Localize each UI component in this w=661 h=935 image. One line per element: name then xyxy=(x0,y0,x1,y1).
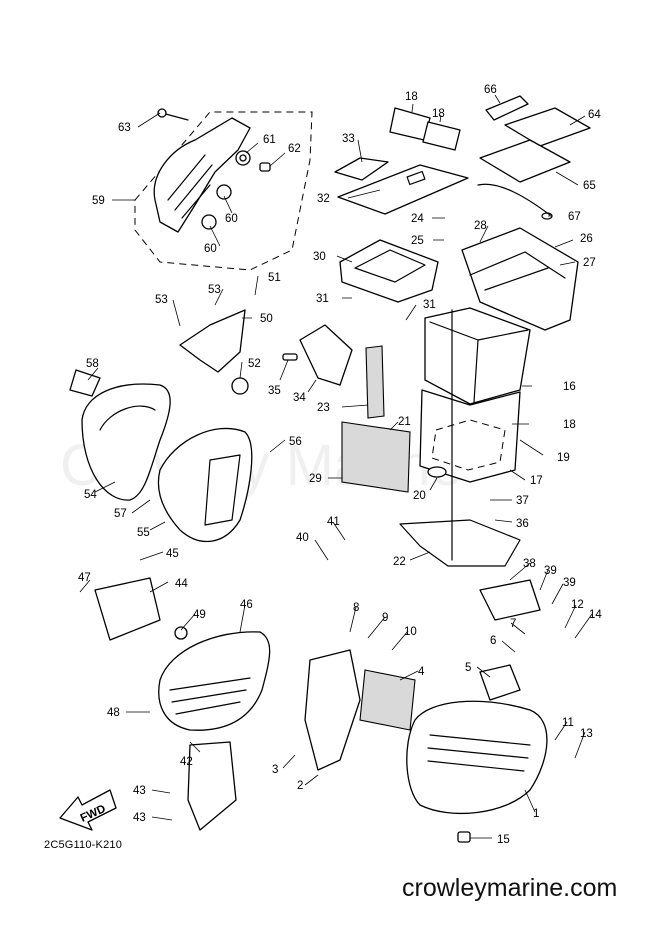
callout-39b: 39 xyxy=(563,577,576,589)
callout-36: 36 xyxy=(516,518,529,530)
callout-45: 45 xyxy=(166,548,179,560)
callout-leaders xyxy=(79,94,593,839)
callout-27: 27 xyxy=(583,257,596,269)
callout-2: 2 xyxy=(297,780,303,792)
callout-13: 13 xyxy=(580,728,593,740)
callout-59: 59 xyxy=(92,195,105,207)
callout-57: 57 xyxy=(114,508,127,520)
callout-1: 1 xyxy=(533,808,539,820)
callout-63: 63 xyxy=(118,122,131,134)
callout-8: 8 xyxy=(353,602,359,614)
callout-60b: 60 xyxy=(204,243,217,255)
callout-34: 34 xyxy=(293,392,306,404)
diagram-code: 2C5G110-K210 xyxy=(44,839,123,851)
callout-66: 66 xyxy=(484,84,497,96)
callout-50: 50 xyxy=(260,313,273,325)
callout-20: 20 xyxy=(413,490,426,502)
callout-61: 61 xyxy=(263,134,276,146)
callout-6: 6 xyxy=(490,635,496,647)
group-2-4-42-brackets xyxy=(187,649,416,831)
callout-35: 35 xyxy=(268,385,281,397)
fwd-arrow-icon: FWD xyxy=(59,789,117,831)
callout-67: 67 xyxy=(568,211,581,223)
callout-54: 54 xyxy=(84,489,97,501)
callout-52: 52 xyxy=(248,358,261,370)
callout-18b: 18 xyxy=(432,108,445,120)
group-50-53-bracket xyxy=(179,309,353,395)
callout-43b: 43 xyxy=(133,812,146,824)
callout-53b: 53 xyxy=(155,294,168,306)
callout-33: 33 xyxy=(342,133,355,145)
callout-64: 64 xyxy=(588,109,601,121)
callout-42: 42 xyxy=(180,756,193,768)
group-22-23-29-pads xyxy=(341,345,521,567)
callout-62: 62 xyxy=(288,143,301,155)
callout-16: 16 xyxy=(563,381,576,393)
callout-10: 10 xyxy=(404,626,417,638)
group-32-33-18-plates xyxy=(334,107,469,215)
callout-46: 46 xyxy=(240,599,253,611)
group-16-19-battery xyxy=(419,307,531,561)
callout-18c: 18 xyxy=(563,419,576,431)
group-64-67-tool-bag xyxy=(477,95,591,220)
callout-15: 15 xyxy=(497,834,510,846)
callout-60a: 60 xyxy=(225,213,238,225)
callout-53a: 53 xyxy=(208,284,221,296)
group-59-side-bracket xyxy=(134,108,313,271)
callout-25: 25 xyxy=(411,235,424,247)
group-54-55-side-covers xyxy=(69,369,253,543)
callout-28: 28 xyxy=(474,220,487,232)
callout-22: 22 xyxy=(393,556,406,568)
callout-17: 17 xyxy=(530,475,543,487)
callout-38: 38 xyxy=(523,558,536,570)
callout-31b: 31 xyxy=(423,299,436,311)
callout-26: 26 xyxy=(580,233,593,245)
callout-4: 4 xyxy=(418,666,425,678)
callout-21: 21 xyxy=(398,416,411,428)
callout-30: 30 xyxy=(313,251,326,263)
callout-5: 5 xyxy=(465,662,471,674)
callout-24: 24 xyxy=(411,213,424,225)
callout-11: 11 xyxy=(562,717,574,729)
callout-14: 14 xyxy=(589,609,602,621)
callout-31a: 31 xyxy=(316,293,329,305)
callout-44: 44 xyxy=(175,578,188,590)
callout-labels: 63 61 62 59 60 60 18 18 66 64 33 65 32 6… xyxy=(78,84,602,846)
callout-12: 12 xyxy=(571,599,584,611)
callout-29: 29 xyxy=(309,473,322,485)
callout-19: 19 xyxy=(557,452,570,464)
callout-58: 58 xyxy=(86,358,99,370)
callout-7: 7 xyxy=(510,618,516,630)
callout-18a: 18 xyxy=(405,91,418,103)
callout-48: 48 xyxy=(107,707,120,719)
callout-56: 56 xyxy=(289,436,302,448)
callout-55: 55 xyxy=(137,527,150,539)
callout-49: 49 xyxy=(193,609,206,621)
callout-47: 47 xyxy=(78,572,91,584)
callout-32: 32 xyxy=(317,193,330,205)
group-44-49-toolbox xyxy=(94,577,271,731)
callout-23: 23 xyxy=(317,402,330,414)
callout-39a: 39 xyxy=(544,565,557,577)
callout-43a: 43 xyxy=(133,785,146,797)
callout-37: 37 xyxy=(516,495,529,507)
callout-41: 41 xyxy=(327,516,340,528)
callout-51: 51 xyxy=(268,272,281,284)
callout-65: 65 xyxy=(583,180,596,192)
callout-3: 3 xyxy=(272,764,278,776)
callout-9: 9 xyxy=(382,612,388,624)
callout-40: 40 xyxy=(296,532,309,544)
group-1-5-main-cover xyxy=(406,579,548,843)
brand-footer: crowleymarine.com xyxy=(402,874,618,902)
group-26-27-battery-box xyxy=(339,227,579,331)
